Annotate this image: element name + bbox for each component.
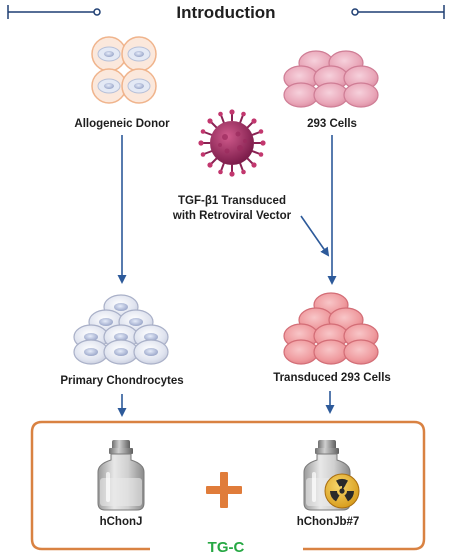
label-virus-line2: with Retroviral Vector [172, 210, 292, 222]
label-primary-chondrocytes: Primary Chondrocytes [60, 375, 184, 387]
page-title: Introduction [176, 3, 276, 22]
product-box [30, 420, 426, 551]
donor-cells-image [91, 36, 157, 104]
transduced-cells-image [283, 292, 379, 365]
label-transduced-293-cells: Transduced 293 Cells [273, 372, 391, 384]
label-tg-c: TG-C [207, 539, 245, 556]
label-virus-line1: TGF-β1 Transduced [178, 195, 286, 207]
label-allogeneic-donor: Allogeneic Donor [74, 118, 170, 130]
plus-icon [206, 472, 242, 508]
vial-hchonj-icon [97, 440, 145, 511]
header-left-line [7, 5, 101, 19]
radiation-icon [324, 473, 360, 509]
label-hchonj: hChonJ [99, 516, 143, 528]
retrovirus-icon [198, 109, 266, 177]
chondrocytes-image [73, 294, 169, 365]
arrow-virus-to-transduced [300, 215, 330, 257]
cells-293-image [283, 50, 379, 108]
header-right-line [351, 5, 445, 19]
label-293-cells: 293 Cells [307, 118, 357, 130]
label-hchonjb7: hChonJb#7 [296, 516, 360, 528]
